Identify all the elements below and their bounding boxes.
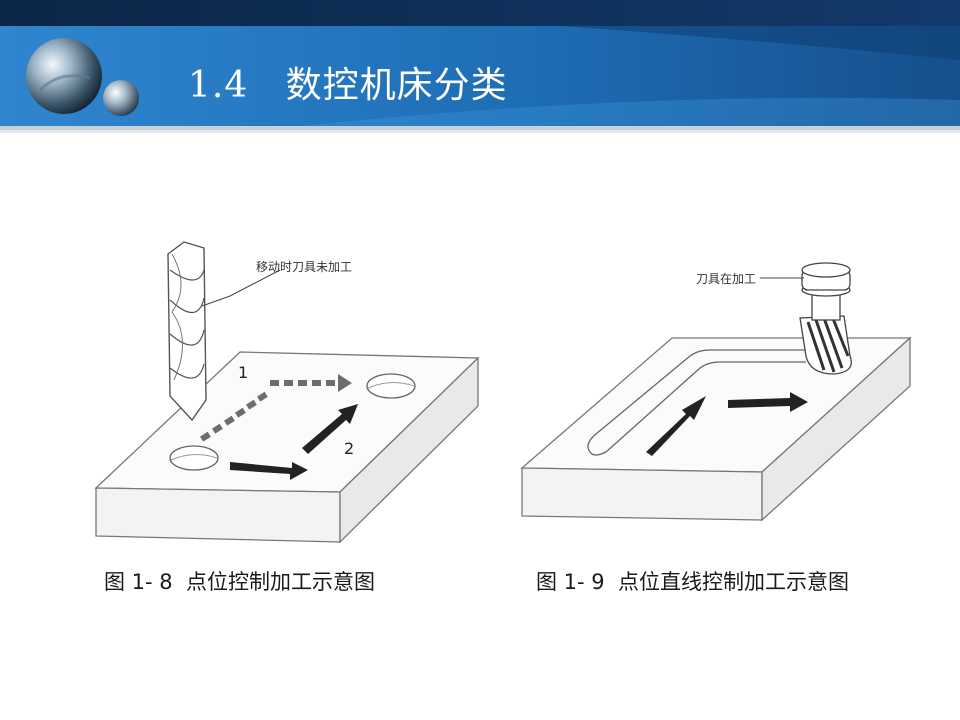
figure-linear-control: 刀具在加工 (510, 256, 930, 546)
figure-point-control: 1 2 移动时刀具未加工 (80, 230, 500, 560)
rapid-move-path (200, 374, 352, 442)
plate-side-face (761, 336, 911, 522)
end-mill (799, 262, 852, 375)
linear-control-illustration (520, 262, 912, 522)
feed-arrow-diagonal (302, 404, 358, 454)
decorative-orb-small (103, 80, 139, 116)
feed-arrow-diagonal (646, 396, 706, 456)
caption-figure-1-9: 图 1- 9 点位直线控制加工示意图 (536, 570, 849, 594)
slot-inner (605, 361, 806, 453)
plate-front-face (521, 467, 763, 521)
marker-2: 2 (344, 439, 354, 458)
hole-right (366, 373, 416, 399)
hole-left (169, 445, 219, 471)
callout-tool-cutting: 刀具在加工 (696, 272, 757, 286)
point-control-illustration: 1 2 (94, 241, 480, 544)
feed-arrow-horizontal (728, 392, 808, 412)
slot-outer (587, 349, 810, 453)
marker-1: 1 (238, 363, 248, 382)
plate-side-face (339, 356, 479, 544)
slide-title: 1.4 数控机床分类 (188, 65, 508, 106)
header-banner: 1.4 数控机床分类 (0, 0, 960, 140)
decorative-orb-large (26, 38, 102, 114)
header-background (0, 0, 960, 133)
drill-bit (167, 241, 207, 422)
callout-leader (201, 269, 281, 307)
feed-arrow-horizontal (230, 462, 308, 480)
callout-moving-no-cut: 移动时刀具未加工 (256, 260, 353, 274)
plate-front-face (95, 487, 341, 543)
caption-figure-1-8: 图 1- 8 点位控制加工示意图 (104, 570, 375, 594)
